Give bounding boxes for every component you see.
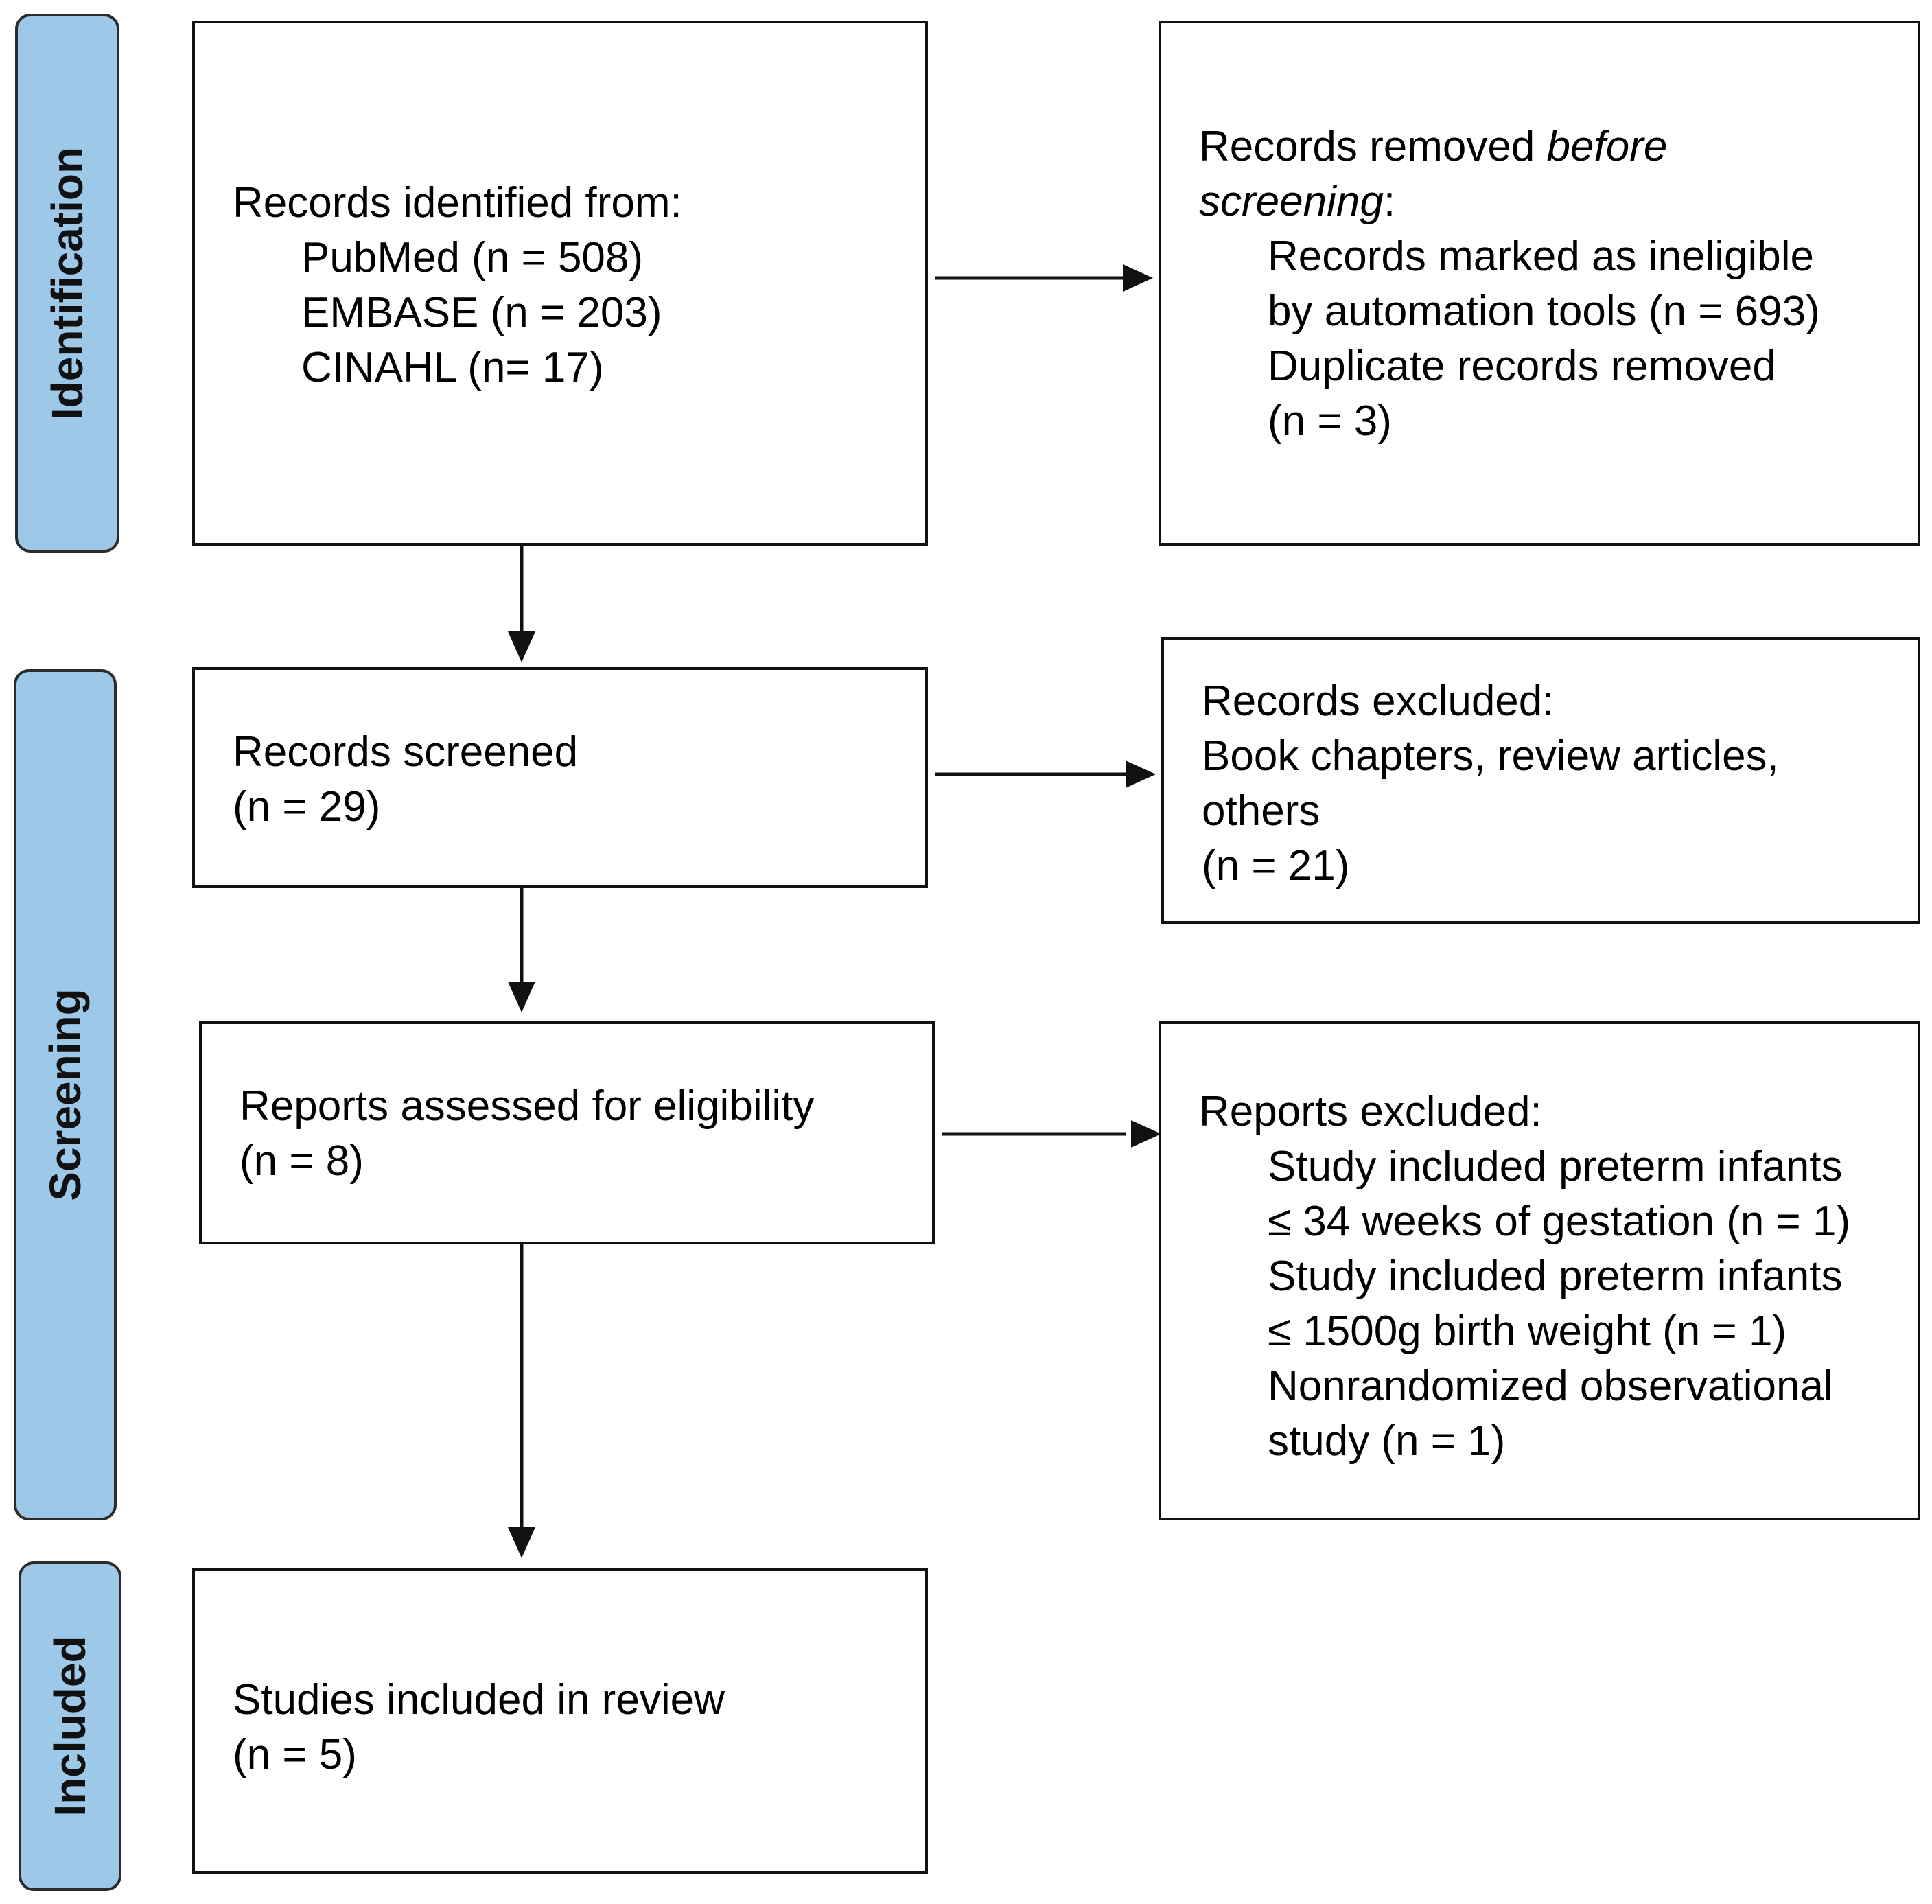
phase-included: Included: [19, 1561, 121, 1891]
arrowhead-down-2: [508, 982, 535, 1012]
arrowhead-down-3: [508, 1527, 535, 1558]
arrowhead-right-2: [1126, 761, 1156, 788]
studies-included-count: (n = 5): [233, 1731, 357, 1778]
source-cinahl: CINAHL (n= 17): [301, 344, 604, 391]
studies-included-box: Studies included in review (n = 5): [192, 1568, 928, 1874]
records-removed-heading-text: Records removed: [1199, 123, 1547, 170]
phase-screening: Screening: [14, 669, 117, 1520]
arrowhead-right-1: [1123, 264, 1153, 292]
phase-identification: Identification: [15, 14, 119, 553]
records-ineligible-line1: Records marked as ineligible: [1268, 233, 1815, 280]
records-removed-heading-emphasis: before: [1546, 123, 1668, 170]
records-identified-heading: Records identified from:: [233, 179, 682, 227]
reports-assessed-label: Reports assessed for eligibility: [240, 1082, 815, 1130]
reports-assessed-count: (n = 8): [240, 1137, 364, 1185]
records-screened-box: Records screened (n = 29): [192, 667, 928, 888]
records-removed-heading: Records removed before: [1199, 119, 1820, 174]
records-excluded-reasons: Book chapters, review articles,: [1202, 732, 1779, 780]
reports-excluded-reason-1b: ≤ 34 weeks of gestation (n = 1): [1268, 1198, 1851, 1245]
duplicates-removed-line2: (n = 3): [1268, 397, 1392, 445]
duplicates-removed-line1: Duplicate records removed: [1268, 343, 1776, 390]
records-removed-box: Records removed before screening: Record…: [1159, 21, 1920, 546]
records-excluded-box: Records excluded: Book chapters, review …: [1161, 637, 1920, 924]
reports-excluded-reason-2b: ≤ 1500g birth weight (n = 1): [1268, 1308, 1787, 1355]
records-removed-heading-colon: :: [1383, 178, 1396, 225]
records-excluded-others: others: [1202, 787, 1320, 835]
records-screened-label: Records screened: [233, 728, 579, 776]
records-screened-count: (n = 29): [233, 783, 381, 831]
source-embase: EMBASE (n = 203): [301, 289, 662, 336]
reports-excluded-reason-3a: Nonrandomized observational: [1268, 1362, 1833, 1410]
arrowhead-down-1: [508, 631, 535, 662]
studies-included-label: Studies included in review: [233, 1676, 725, 1723]
records-removed-heading-emphasis2: screening: [1199, 178, 1384, 225]
reports-assessed-box: Reports assessed for eligibility (n = 8): [199, 1021, 935, 1244]
reports-excluded-heading: Reports excluded:: [1199, 1088, 1542, 1135]
reports-excluded-reason-3b: study (n = 1): [1268, 1417, 1506, 1465]
records-identified-box: Records identified from: PubMed (n = 508…: [192, 21, 928, 546]
records-excluded-heading: Records excluded:: [1202, 677, 1555, 725]
records-removed-heading-line2: screening:: [1199, 174, 1820, 229]
records-excluded-count: (n = 21): [1202, 842, 1350, 890]
source-pubmed: PubMed (n = 508): [301, 234, 644, 281]
reports-excluded-reason-1a: Study included preterm infants: [1268, 1143, 1843, 1190]
records-ineligible-line2: by automation tools (n = 693): [1268, 288, 1820, 335]
reports-excluded-reason-2a: Study included preterm infants: [1268, 1253, 1843, 1300]
arrowhead-right-3: [1131, 1120, 1161, 1148]
reports-excluded-box: Reports excluded: Study included preterm…: [1159, 1021, 1920, 1520]
